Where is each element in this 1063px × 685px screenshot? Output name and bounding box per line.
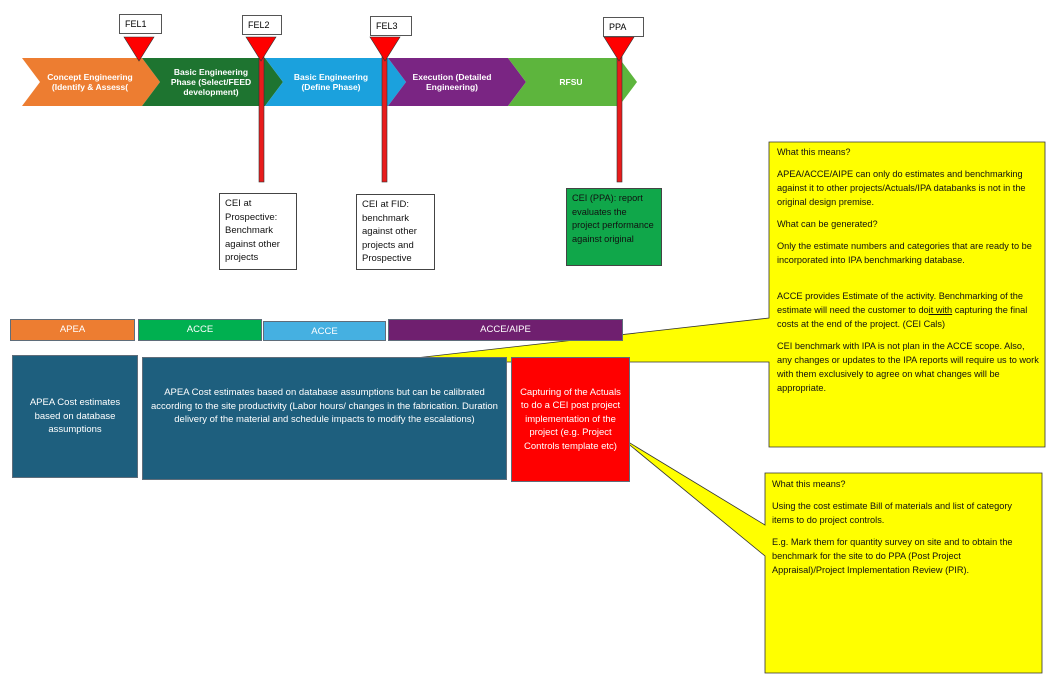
callout-2-para-2: E.g. Mark them for quantity survey on si…: [772, 537, 1013, 575]
callout-1-para-1: APEA/ACCE/AIPE can only do estimates and…: [777, 169, 1026, 207]
gate-pole-fel3: [381, 51, 388, 183]
callout-1-shape: [379, 141, 1046, 448]
gate-triangle-fel3: [369, 36, 401, 62]
callout-2-shape: [619, 436, 1043, 674]
phase-label-define: Basic Engineering (Define Phase): [293, 72, 369, 92]
tool-bar-acce-green: ACCE: [138, 319, 262, 341]
callout-1-para-2: Only the estimate numbers and categories…: [777, 241, 1032, 265]
callout-1-subheading: What can be generated?: [777, 219, 878, 229]
gate-triangle-fel2: [245, 36, 277, 62]
acce-description-box: APEA Cost estimates based on database as…: [142, 357, 507, 480]
gate-triangle-ppa: [603, 36, 635, 62]
gate-label-fel2: FEL2: [242, 15, 282, 35]
gate-note-ppa: CEI (PPA): report evaluates the project …: [566, 188, 662, 266]
phase-label-concept: Concept Engineering (Identify & Assess(: [47, 72, 133, 92]
callout-1-para-3a: ACCE provides Estimate of the activity. …: [777, 291, 1023, 315]
callout-1-para-3: ACCE provides Estimate of the activity. …: [777, 289, 1039, 331]
phase-chevron-define: [265, 58, 406, 106]
gate-pole-ppa: [616, 51, 623, 183]
actuals-capture-box: Capturing of the Actuals to do a CEI pos…: [511, 357, 630, 482]
phase-label-execution: Execution (Detailed Engineering): [412, 72, 492, 92]
tool-bar-acce-aipe: ACCE/AIPE: [388, 319, 623, 341]
callout-2-para-1: Using the cost estimate Bill of material…: [772, 501, 1013, 525]
apea-description-box: APEA Cost estimates based on database as…: [12, 355, 138, 478]
callout-1-para-4: CEI benchmark with IPA is not plan in th…: [777, 341, 1039, 393]
callout-2-heading: What this means?: [772, 479, 846, 489]
phase-chevron-concept: [22, 58, 160, 106]
gate-label-fel1: FEL1: [119, 14, 162, 34]
phase-label-rfsu: RFSU: [559, 77, 583, 87]
phase-chevron-execution: [388, 58, 526, 106]
gate-label-fel3: FEL3: [370, 16, 412, 36]
callout-1-para-3c: capturing the final costs at the end of …: [777, 305, 1028, 329]
gate-note-fel3: CEI at FID: benchmark against other proj…: [356, 194, 435, 270]
gate-note-fel2: CEI at Prospective: Benchmark against ot…: [219, 193, 297, 270]
callout-1-heading: What this means?: [777, 147, 851, 157]
phase-label-select: Basic Engineering Phase (Select/FEED dev…: [170, 67, 252, 97]
callout-2-text: What this means? Using the cost estimate…: [772, 477, 1034, 585]
tool-bar-apea: APEA: [10, 319, 135, 341]
gate-triangle-fel1: [123, 36, 155, 62]
callout-1-text: What this means? APEA/ACCE/AIPE can only…: [777, 145, 1039, 403]
callout-1-para-3-underlined: it with: [928, 305, 953, 315]
phase-chevron-rfsu: [508, 58, 637, 106]
tool-bar-acce-blue: ACCE: [263, 321, 386, 341]
gate-label-ppa: PPA: [603, 17, 644, 37]
phase-chevron-select: [142, 58, 283, 106]
